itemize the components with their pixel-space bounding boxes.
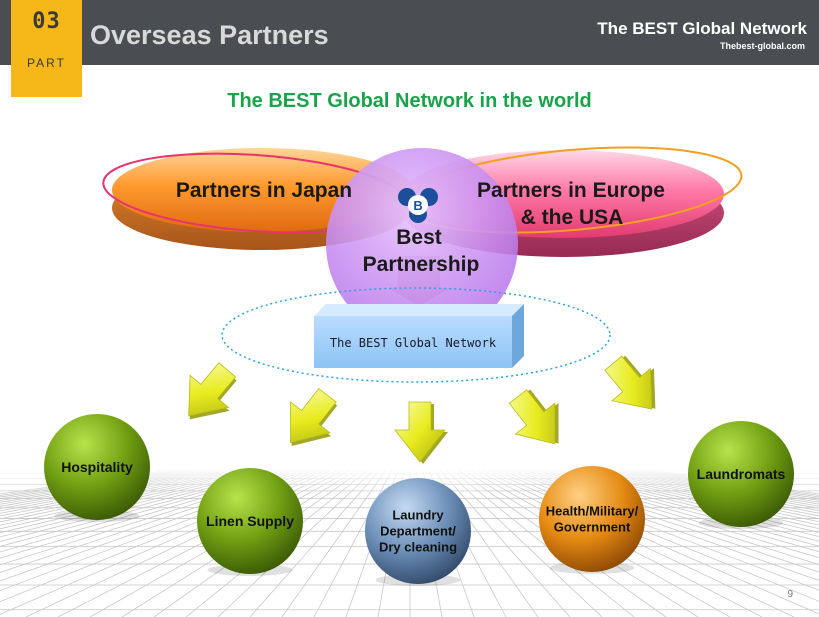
page-number: 9: [787, 589, 793, 600]
header-bar: [0, 0, 819, 65]
network-box-label: The BEST Global Network: [330, 336, 497, 350]
sector-label: Hospitality: [61, 459, 133, 475]
sector-hospitality: Hospitality: [44, 414, 150, 522]
partner-japan-label: Partners in Japan: [176, 179, 352, 202]
sector-arrow-icon: [508, 389, 559, 445]
global-network-box: The BEST Global Network: [314, 304, 524, 368]
sector-health-military-government: Health/Military/Government: [539, 466, 645, 574]
page-title: Overseas Partners: [90, 20, 329, 50]
center-label-line2: Partnership: [363, 253, 480, 276]
diagram-subtitle: The BEST Global Network in the world: [227, 90, 592, 112]
sector-arrow-icon: [394, 401, 448, 464]
brand-name: The BEST Global Network: [597, 19, 807, 38]
best-partnership-circle: [326, 148, 518, 340]
sector-label: Government: [554, 520, 631, 535]
sector-arrow-icon: [290, 387, 338, 447]
sector-arrow-icon: [604, 355, 656, 410]
sector-label: Health/Military/: [546, 504, 639, 519]
brand-url: Thebest-global.com: [719, 41, 805, 51]
partner-europe-label-line2: & the USA: [521, 206, 624, 229]
sector-label: Laundromats: [697, 466, 786, 482]
part-badge: 03 PART: [11, 0, 82, 97]
sector-label: Department/: [380, 524, 456, 539]
sector-label: Linen Supply: [206, 513, 294, 529]
part-label: PART: [27, 56, 66, 70]
part-number: 03: [32, 9, 61, 34]
sector-label: Laundry: [392, 508, 444, 523]
sector-arrow-icon: [188, 362, 237, 420]
center-label-line1: Best: [396, 226, 442, 249]
best-logo-icon: B: [398, 188, 438, 223]
sector-linen-supply: Linen Supply: [197, 468, 303, 576]
network-dotted-ring: [221, 287, 611, 383]
logo-letter: B: [413, 198, 422, 213]
sector-label: Dry cleaning: [379, 540, 457, 555]
partner-europe-label-line1: Partners in Europe: [477, 179, 665, 202]
sector-laundromats: Laundromats: [688, 421, 794, 529]
